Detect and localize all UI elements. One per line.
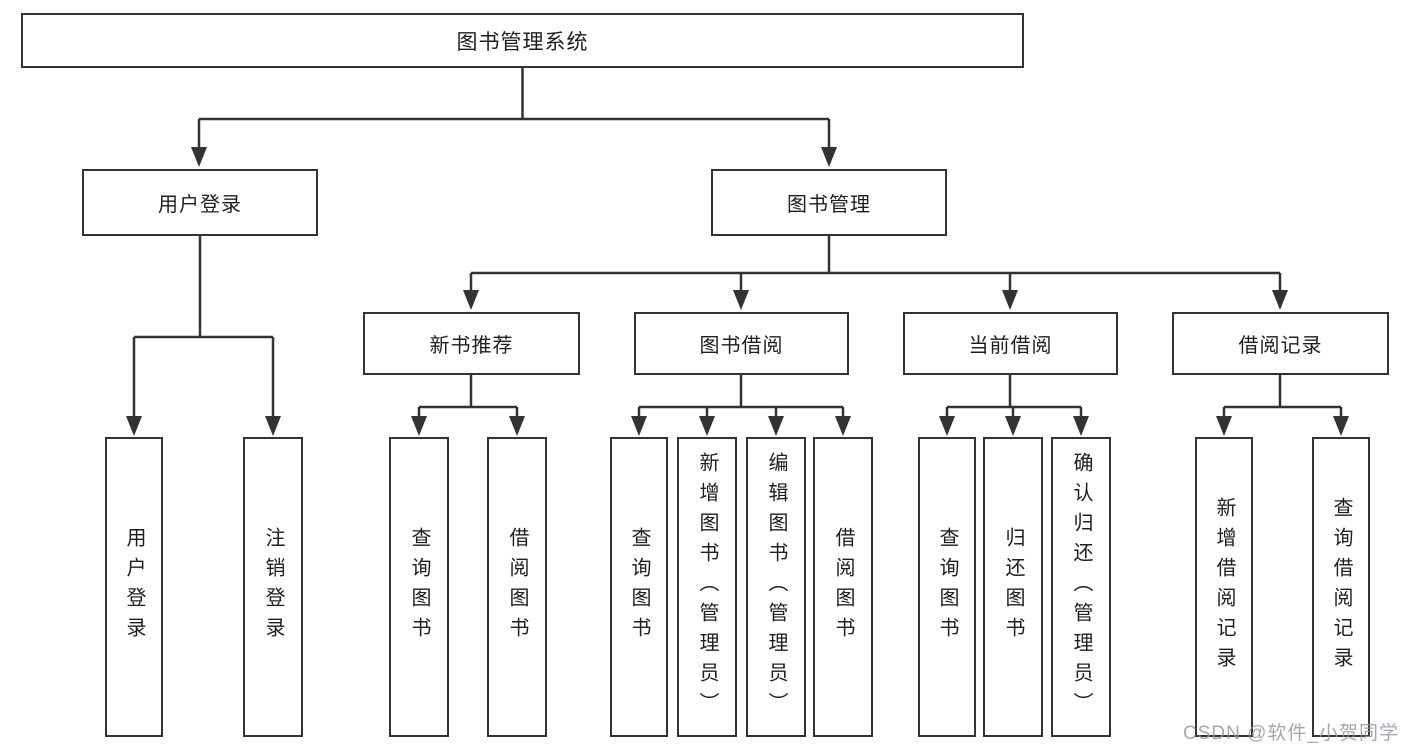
node-current-borrowing: 当前借阅 [903,312,1118,375]
leaf-query-borrow-record-label: 查询借阅记录 [1330,497,1352,677]
leaf-return-book: 归还图书 [983,437,1043,737]
node-user-login: 用户登录 [82,169,318,236]
leaf-logout-label: 注销登录 [262,527,284,647]
leaf-confirm-return-admin: 确认归还（管理员） [1051,437,1111,737]
leaf-add-book-admin-label: 新增图书（管理员） [696,452,718,722]
leaf-borrow-book-recommend-label: 借阅图书 [506,527,528,647]
leaf-user-login-label: 用户登录 [123,527,145,647]
node-new-book-recommend: 新书推荐 [363,312,580,375]
leaf-borrow-book-label: 借阅图书 [832,527,854,647]
leaf-query-book-current-label: 查询图书 [936,527,958,647]
leaf-query-book-recommend-label: 查询图书 [408,527,430,647]
node-book-borrowing: 图书借阅 [634,312,849,375]
node-book-management: 图书管理 [711,169,947,236]
leaf-borrow-book-recommend: 借阅图书 [487,437,547,737]
leaf-query-book-current: 查询图书 [918,437,976,737]
leaf-edit-book-admin: 编辑图书（管理员） [746,437,806,737]
node-user-login-label: 用户登录 [158,194,242,216]
connector-arrowheads [126,147,1349,436]
leaf-add-book-admin: 新增图书（管理员） [677,437,737,737]
node-root-system: 图书管理系统 [21,13,1024,68]
leaf-edit-book-admin-label: 编辑图书（管理员） [765,452,787,722]
leaf-return-book-label: 归还图书 [1002,527,1024,647]
node-root-system-label: 图书管理系统 [456,30,589,54]
node-borrow-records: 借阅记录 [1172,312,1389,375]
node-book-borrowing-label: 图书借阅 [699,335,784,357]
leaf-add-borrow-record-label: 新增借阅记录 [1213,497,1235,677]
leaf-user-login: 用户登录 [105,437,163,737]
leaf-borrow-book: 借阅图书 [813,437,873,737]
node-borrow-records-label: 借阅记录 [1238,335,1323,357]
leaf-confirm-return-admin-label: 确认归还（管理员） [1070,452,1092,722]
leaf-query-borrow-record: 查询借阅记录 [1312,437,1370,737]
csdn-watermark: CSDN @软件_小贺同学 [1183,723,1399,744]
leaf-query-book-borrowing: 查询图书 [610,437,668,737]
node-current-borrowing-label: 当前借阅 [968,335,1053,357]
leaf-query-book-borrowing-label: 查询图书 [628,527,650,647]
leaf-add-borrow-record: 新增借阅记录 [1195,437,1253,737]
node-book-management-label: 图书管理 [787,194,871,216]
leaf-logout: 注销登录 [243,437,303,737]
node-new-book-recommend-label: 新书推荐 [429,335,514,357]
leaf-query-book-recommend: 查询图书 [389,437,449,737]
